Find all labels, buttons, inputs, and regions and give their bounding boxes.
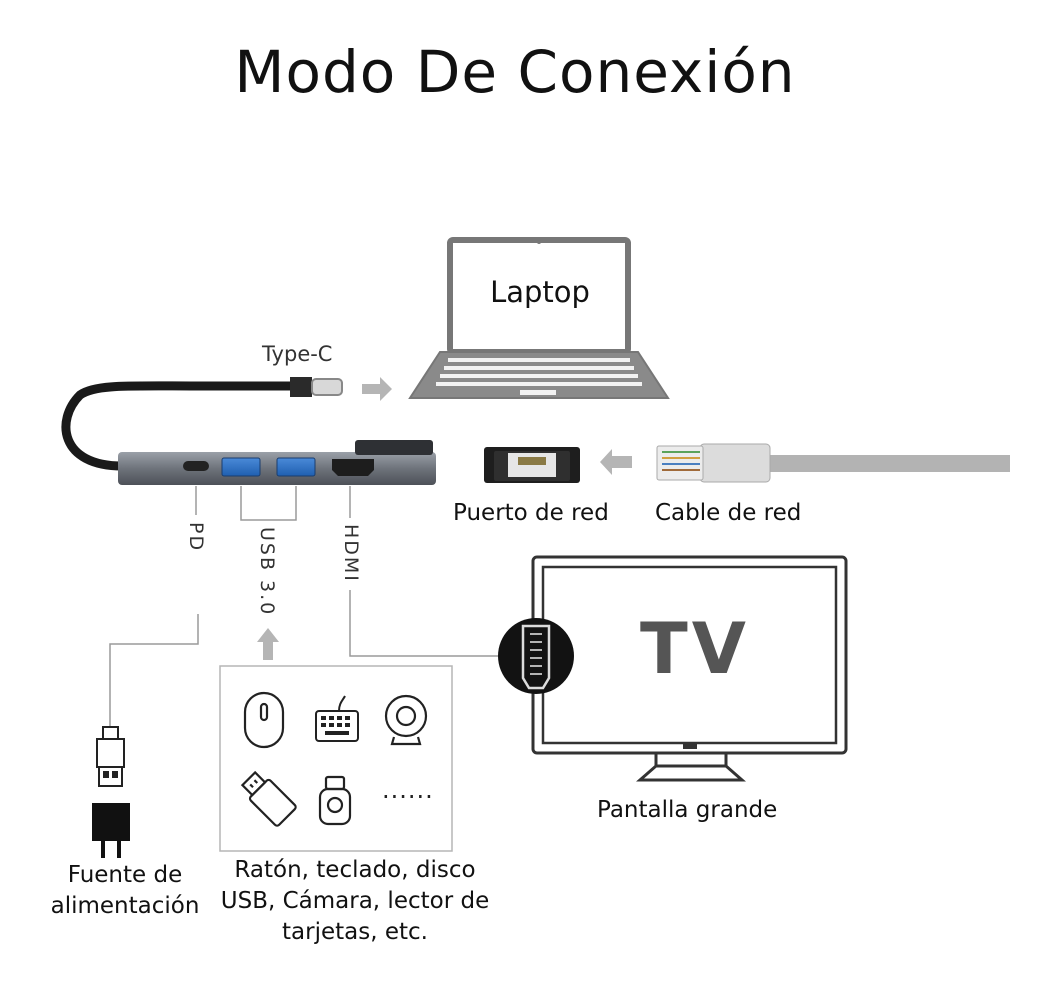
ethernet-cable-icon bbox=[656, 443, 1010, 483]
pd-port-label: PD bbox=[185, 522, 207, 553]
usb-a-plug-icon bbox=[96, 726, 125, 787]
network-port-label: Puerto de red bbox=[453, 500, 609, 526]
arrow-up-icon bbox=[257, 628, 279, 660]
type-c-cable bbox=[61, 377, 343, 471]
arrow-left-icon bbox=[600, 449, 632, 475]
type-c-label: Type-C bbox=[262, 342, 333, 366]
usb-c-hub bbox=[118, 440, 436, 485]
network-cable-label: Cable de red bbox=[655, 500, 802, 526]
peripherals-box bbox=[219, 665, 453, 852]
ethernet-port-icon bbox=[484, 447, 580, 483]
laptop-icon bbox=[408, 237, 670, 399]
more-devices-ellipsis: ...... bbox=[382, 776, 434, 804]
usb-port-label: USB 3.0 bbox=[256, 527, 278, 617]
webcam-icon bbox=[384, 694, 428, 746]
hdmi-port-label: HDMI bbox=[340, 524, 362, 583]
usb-drive-icon bbox=[240, 770, 297, 827]
connector-lines bbox=[109, 486, 498, 728]
hdmi-port-icon bbox=[498, 618, 574, 694]
tv-label: Pantalla grande bbox=[597, 797, 778, 823]
power-adapter-icon bbox=[92, 803, 130, 858]
peripherals-label: Ratón, teclado, disco USB, Cámara, lecto… bbox=[220, 857, 490, 945]
tv-screen-text: TV bbox=[640, 608, 750, 690]
power-source-label: Fuente de alimentación bbox=[50, 862, 200, 919]
arrow-right-icon bbox=[362, 377, 392, 401]
page-title: Modo De Conexión bbox=[234, 38, 796, 106]
keyboard-icon bbox=[315, 695, 359, 742]
card-reader-icon bbox=[318, 775, 352, 826]
laptop-label: Laptop bbox=[490, 275, 590, 309]
mouse-icon bbox=[243, 691, 285, 749]
